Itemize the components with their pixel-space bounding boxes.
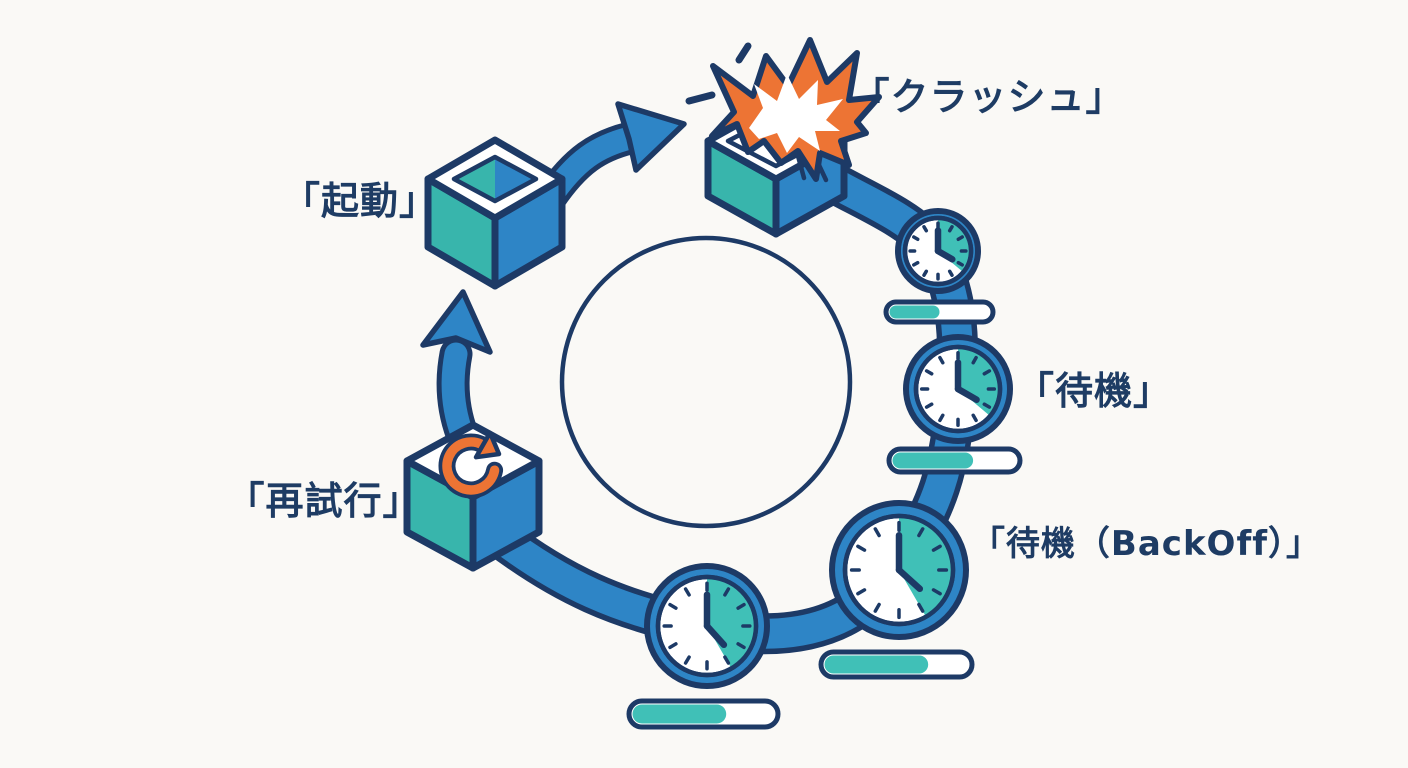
label-wait-backoff: 「待機（BackOff）」 [971,524,1321,564]
clock-face-edge [842,513,956,627]
explosion-core-icon [749,74,843,153]
clock-tick [971,355,978,365]
clock-tick [736,602,746,610]
clock-tick [931,544,942,552]
clock-tick [971,413,978,423]
progress-bar-fill [892,452,974,469]
cube-inner-right [495,157,536,201]
arrow-head-icon [420,289,493,355]
clock-tick [873,527,881,538]
clock-tick [683,655,691,665]
progress-bar-1 [883,299,996,325]
clock-tick [982,369,992,376]
clock-tick [736,642,746,650]
progress-bar-2 [886,446,1023,475]
crack-line [795,153,807,181]
arrow-retry-to-startup [420,289,493,451]
retry-cube-icon [403,421,543,572]
clock-tick [922,225,929,233]
arrow-head-icon [615,101,687,173]
clock-icon-1 [895,208,981,294]
clock-tick [668,642,678,650]
cube-inner-left [454,157,495,201]
clock-face-edge [902,215,974,287]
clock-elapsed-wedge [938,220,969,271]
progress-bar-4 [626,698,781,730]
progress-bar-3 [818,649,975,680]
clock-hour-hand [954,385,980,403]
clock-hour-hand [895,566,924,593]
clock-tick [924,402,934,409]
progress-bar-fill [889,305,940,319]
clock-icon-2 [903,334,1013,444]
crack-line [815,160,829,183]
clock-tick [924,369,934,376]
cube-inner-edge [451,154,539,204]
label-wait: 「待機」 [1016,369,1172,413]
startup-cube-icon [424,136,566,290]
clock-tick [723,655,731,665]
clock-elapsed-wedge [958,349,998,415]
clock-tick [947,269,954,277]
impact-dash [735,42,752,64]
clock-face-edge [913,344,1003,434]
clock-tick [856,588,867,596]
clock-tick [912,260,920,267]
clock-tick [931,588,942,596]
progress-bar-fill [632,704,727,724]
clock-tick [922,269,929,277]
clock-tick [856,544,867,552]
label-startup: 「起動」 [282,179,438,223]
clock-tick [683,587,691,597]
clock-tick [917,527,925,538]
retry-arrowhead-icon [473,430,502,460]
arrow-startup-to-crash [533,101,687,215]
clock-tick [723,587,731,597]
retry-arrow-icon [442,437,500,495]
clock-tick [938,413,945,423]
clock-face-edge [655,574,759,678]
label-crash: 「クラッシュ」 [851,75,1124,119]
clock-hour-hand [703,622,728,649]
cycle-circle [559,235,853,529]
clock-tick [938,355,945,365]
progress-bar-fill [824,655,929,674]
arrow-shaft-core [441,342,474,446]
label-retry: 「再試行」 [226,479,421,523]
clock-tick [956,235,964,242]
clock-tick [982,402,992,409]
clock-icon-3 [829,500,969,640]
clock-icon-4 [644,563,770,689]
clock-tick [956,260,964,267]
crash-cube-icon [704,37,882,238]
clock-tick [912,235,920,242]
impact-dash [685,91,716,105]
clock-tick [947,225,954,233]
clock-tick [668,602,678,610]
clock-tick [917,602,925,613]
clock-tick [873,602,881,613]
